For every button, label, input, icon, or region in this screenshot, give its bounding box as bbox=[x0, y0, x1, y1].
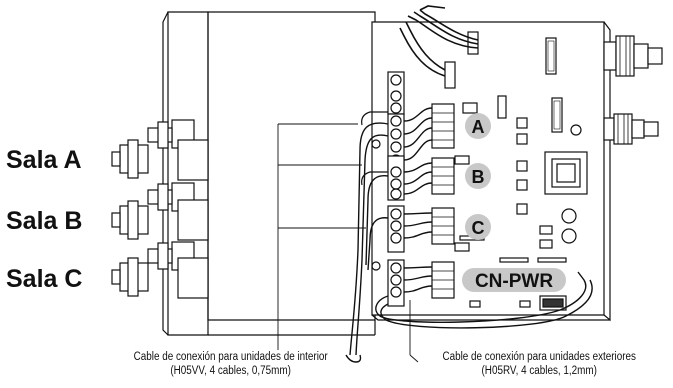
label-c: C bbox=[472, 218, 485, 238]
outdoor-cable-caption-line1: Cable de conexión para unidades exterior… bbox=[442, 351, 637, 363]
label-bubble-c: C bbox=[465, 214, 491, 240]
outdoor-pipe-fittings bbox=[603, 35, 663, 145]
room-label-c: Sala C bbox=[6, 265, 83, 293]
indoor-cable-caption-line2: (H05VV, 4 cables, 0,75mm) bbox=[170, 365, 291, 377]
terminal-block-outdoor bbox=[387, 71, 405, 115]
terminal-block-room-c bbox=[387, 205, 405, 253]
pipe-fitting-room-a bbox=[111, 119, 209, 181]
wires-to-plugs bbox=[403, 107, 433, 293]
label-bubble-a: A bbox=[465, 113, 491, 139]
room-label-a: Sala A bbox=[6, 146, 82, 174]
pipe-fitting-room-c bbox=[111, 241, 209, 299]
label-bubble-power: CN-PWR bbox=[462, 268, 566, 292]
top-harness bbox=[399, 5, 479, 89]
label-a: A bbox=[472, 117, 485, 137]
outdoor-cable-loop bbox=[375, 271, 593, 329]
outdoor-cable-caption: Cable de conexión para unidades exterior… bbox=[424, 350, 654, 378]
label-b: B bbox=[472, 167, 485, 187]
plug-block-room-b bbox=[431, 157, 455, 195]
indoor-cable-bundle bbox=[345, 122, 389, 363]
outdoor-cable-caption-line2: (H05RV, 4 cables, 1,2mm) bbox=[481, 365, 597, 377]
room-label-b: Sala B bbox=[6, 207, 83, 235]
indoor-cable-caption: Cable de conexión para unidades de inter… bbox=[118, 350, 343, 378]
plug-block-room-c bbox=[431, 207, 455, 245]
label-bubble-b: B bbox=[465, 163, 491, 189]
plug-block-power bbox=[431, 261, 455, 299]
pipe-fitting-room-b bbox=[111, 182, 209, 241]
plug-block-room-a bbox=[431, 103, 455, 149]
terminal-block-power bbox=[387, 259, 405, 307]
indoor-cable-caption-line1: Cable de conexión para unidades de inter… bbox=[133, 351, 328, 363]
label-cn-pwr: CN-PWR bbox=[475, 271, 553, 292]
leader-lines bbox=[277, 123, 419, 363]
cable-clamps bbox=[361, 111, 388, 271]
terminal-block-room-b bbox=[387, 155, 405, 201]
